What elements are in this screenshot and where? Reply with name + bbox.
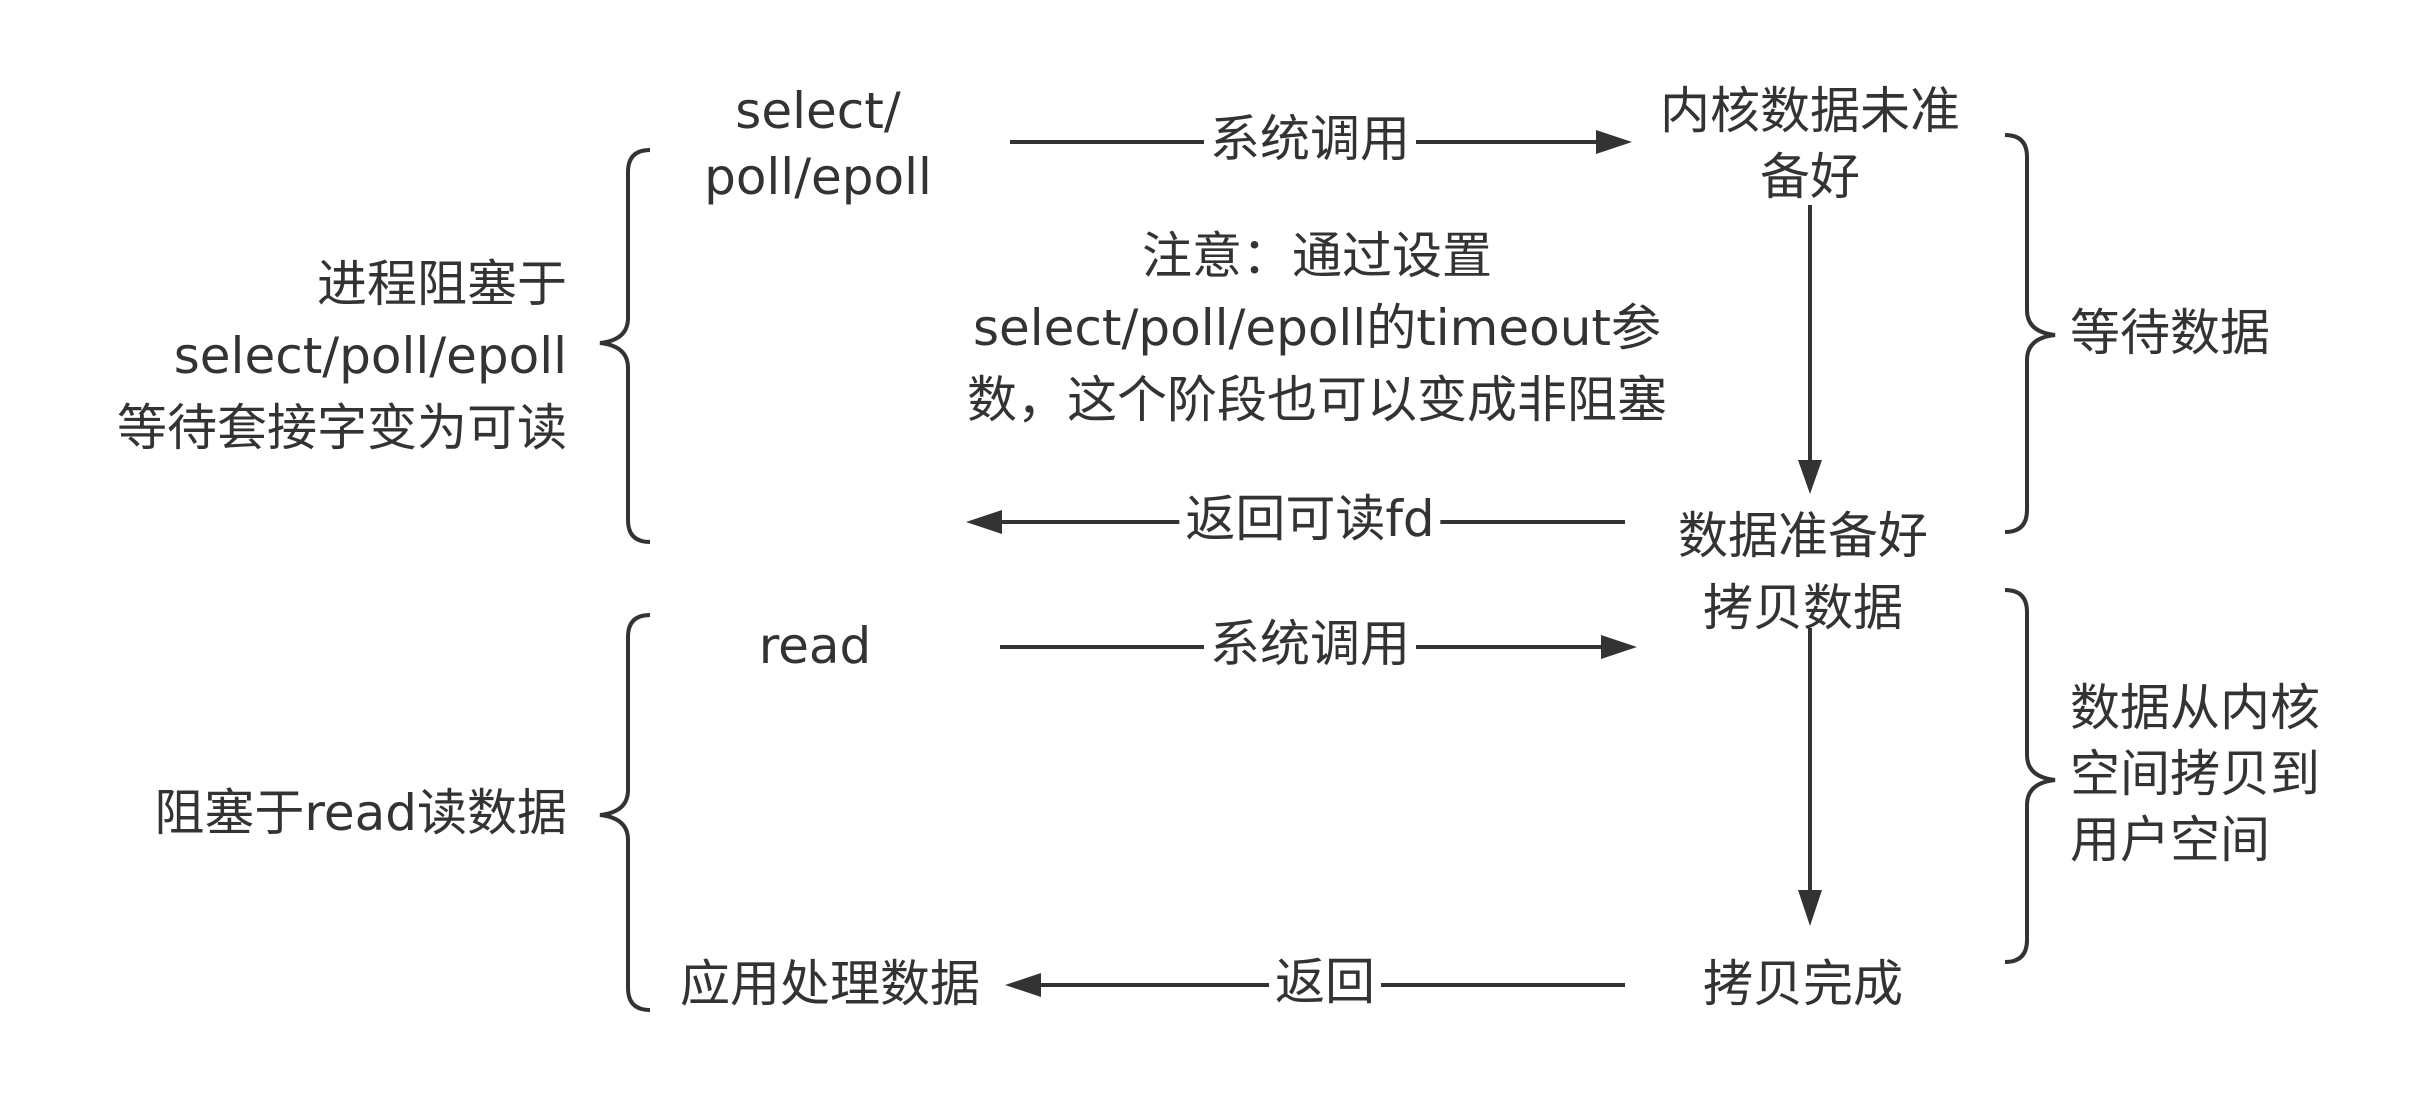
kernel-ready-line-2: 拷贝数据 (1703, 579, 1903, 637)
note-line-2: select/poll/epoll的timeout参 (972, 299, 1662, 357)
app-process-label: 应用处理数据 (680, 955, 980, 1013)
syscall-2-label: 系统调用 (1204, 613, 1416, 676)
kernel-ready-line-1: 数据准备好 (1678, 507, 1928, 565)
return-label: 返回 (1269, 951, 1381, 1014)
right-brace-wait (2004, 133, 2056, 534)
arrow-return-fd-head (966, 510, 1002, 534)
select-block-line-2: select/poll/epoll (173, 327, 567, 385)
kernel-not-ready-label: 内核数据未准 备好 (1660, 78, 1960, 210)
read-call-label: read (758, 617, 872, 675)
copy-to-user-label: 数据从内核 空间拷贝到 用户空间 (2070, 675, 2320, 873)
wait-data-label: 等待数据 (2070, 304, 2270, 362)
copy-to-user-line-2: 空间拷贝到 (2070, 745, 2320, 803)
right-brace-copy (2004, 588, 2056, 964)
note-line-1: 注意：通过设置 (1142, 227, 1492, 285)
arrow-return-head (1005, 973, 1041, 997)
left-brace-read (599, 613, 651, 1012)
select-call-line-2: poll/epoll (704, 148, 932, 206)
copy-to-user-line-1: 数据从内核 (2070, 679, 2320, 737)
copy-done-label: 拷贝完成 (1703, 955, 1903, 1013)
select-call-label: select/ poll/epoll (704, 78, 932, 210)
arrow-syscall-2-head (1601, 635, 1637, 659)
read-block-label: 阻塞于read读数据 (154, 784, 567, 842)
syscall-1-label: 系统调用 (1204, 108, 1416, 171)
return-fd-label: 返回可读fd (1179, 488, 1441, 551)
note-line-3: 数，这个阶段也可以变成非阻塞 (967, 371, 1667, 429)
select-block-line-1: 进程阻塞于 (317, 255, 567, 313)
select-block-label: 进程阻塞于 select/poll/epoll 等待套接字变为可读 (117, 248, 567, 464)
copy-to-user-line-3: 用户空间 (2070, 811, 2270, 869)
kernel-not-ready-line-1: 内核数据未准 (1660, 82, 1960, 140)
arrow-syscall-1-head (1596, 130, 1632, 154)
arrow-kernel-copy-head (1798, 890, 1822, 926)
left-brace-select (599, 148, 651, 544)
select-call-line-1: select/ (735, 82, 901, 140)
kernel-not-ready-line-2: 备好 (1760, 148, 1860, 206)
kernel-ready-label: 数据准备好 拷贝数据 (1678, 500, 1928, 644)
select-block-line-3: 等待套接字变为可读 (117, 399, 567, 457)
arrow-kernel-wait-head (1798, 460, 1822, 494)
note-text: 注意：通过设置 select/poll/epoll的timeout参 数，这个阶… (967, 220, 1667, 436)
